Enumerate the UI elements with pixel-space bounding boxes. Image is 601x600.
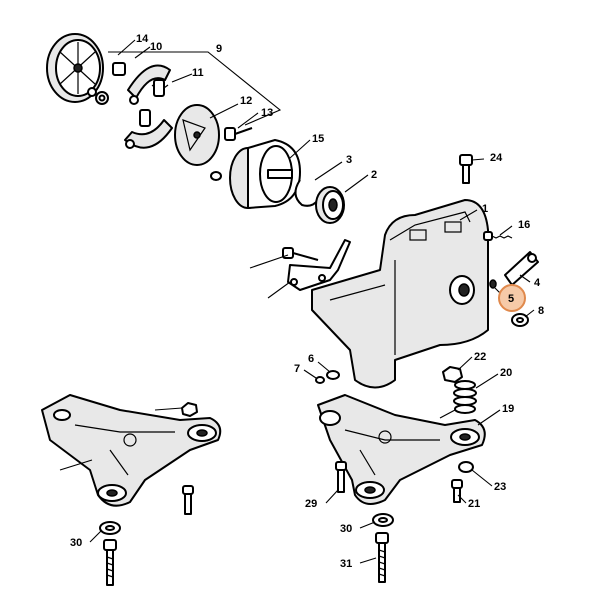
- clutch-drum[interactable]: [229, 139, 301, 209]
- spring-part-20[interactable]: [439, 380, 477, 419]
- callout-2[interactable]: 2: [371, 169, 377, 181]
- clutch-carrier-plate[interactable]: [174, 104, 220, 166]
- engine-housing[interactable]: [311, 199, 489, 389]
- bolt-left-short[interactable]: [182, 485, 194, 515]
- clutch-shoe-upper[interactable]: [127, 64, 171, 105]
- spring-part-5[interactable]: [489, 279, 497, 289]
- nut-part-23[interactable]: [458, 461, 474, 473]
- washer-part-30-right[interactable]: [372, 513, 394, 527]
- callout-10[interactable]: 10: [150, 41, 162, 53]
- bearing-part-2[interactable]: [315, 186, 345, 224]
- callout-labels: 14 10 9 11 12 13 15 3 2 24 1 16 4 5 8 6 …: [70, 33, 544, 570]
- clip-part-7[interactable]: [315, 376, 325, 384]
- callout-11[interactable]: 11: [192, 67, 204, 79]
- bolt-part-31[interactable]: [375, 532, 389, 583]
- washer-part-14[interactable]: [112, 62, 126, 76]
- callout-7[interactable]: 7: [294, 363, 300, 375]
- callout-16[interactable]: 16: [518, 219, 530, 231]
- leader-lines: [59, 39, 535, 564]
- callout-1[interactable]: 1: [482, 203, 488, 215]
- callout-22[interactable]: 22: [474, 351, 486, 363]
- callout-21[interactable]: 21: [468, 498, 480, 510]
- clutch-spring-lower[interactable]: [139, 109, 151, 127]
- circlip-part-3[interactable]: [294, 179, 319, 207]
- callout-30-left[interactable]: 30: [70, 537, 82, 549]
- callout-30-right[interactable]: 30: [340, 523, 352, 535]
- screw-part-24[interactable]: [459, 154, 473, 184]
- washer-part-6[interactable]: [326, 370, 340, 380]
- nut-part-22[interactable]: [442, 366, 463, 383]
- callout-4[interactable]: 4: [534, 277, 541, 289]
- washer-carrier[interactable]: [210, 171, 222, 181]
- bolt-part-21[interactable]: [451, 479, 463, 503]
- callout-31[interactable]: 31: [340, 558, 352, 570]
- mounting-bracket[interactable]: [287, 239, 351, 291]
- callout-15[interactable]: 15: [312, 133, 324, 145]
- callout-29[interactable]: 29: [305, 498, 317, 510]
- base-plate-right[interactable]: [317, 394, 486, 505]
- callout-6[interactable]: 6: [308, 353, 314, 365]
- callout-8[interactable]: 8: [538, 305, 544, 317]
- callout-12[interactable]: 12: [240, 95, 252, 107]
- clutch-shoe-lower[interactable]: [124, 119, 173, 149]
- screw-part-16[interactable]: [483, 231, 513, 241]
- bolt-left-long[interactable]: [103, 539, 117, 586]
- callout-13[interactable]: 13: [261, 107, 273, 119]
- base-plate-left[interactable]: [41, 394, 222, 507]
- highlight-circle-part-5: [498, 284, 526, 312]
- washer-part-30-left[interactable]: [99, 521, 121, 535]
- washer-part-8[interactable]: [511, 313, 529, 327]
- callout-20[interactable]: 20: [500, 367, 512, 379]
- lever-part-4[interactable]: [504, 251, 539, 286]
- callout-9[interactable]: 9: [216, 43, 222, 55]
- callout-19[interactable]: 19: [502, 403, 514, 415]
- clutch-cover-disc[interactable]: [46, 33, 104, 103]
- callout-23[interactable]: 23: [494, 481, 506, 493]
- nut-left[interactable]: [181, 402, 198, 417]
- bracket-screw[interactable]: [282, 247, 319, 261]
- washer-small-2[interactable]: [95, 91, 109, 105]
- washer-small-1[interactable]: [87, 87, 97, 97]
- callout-14[interactable]: 14: [136, 33, 149, 45]
- callout-24[interactable]: 24: [490, 152, 503, 164]
- bolt-part-29[interactable]: [335, 461, 347, 493]
- clutch-spring-upper[interactable]: [151, 79, 169, 97]
- callout-5[interactable]: 5: [508, 293, 514, 305]
- screw-part-13[interactable]: [224, 127, 253, 141]
- callout-3[interactable]: 3: [346, 154, 352, 166]
